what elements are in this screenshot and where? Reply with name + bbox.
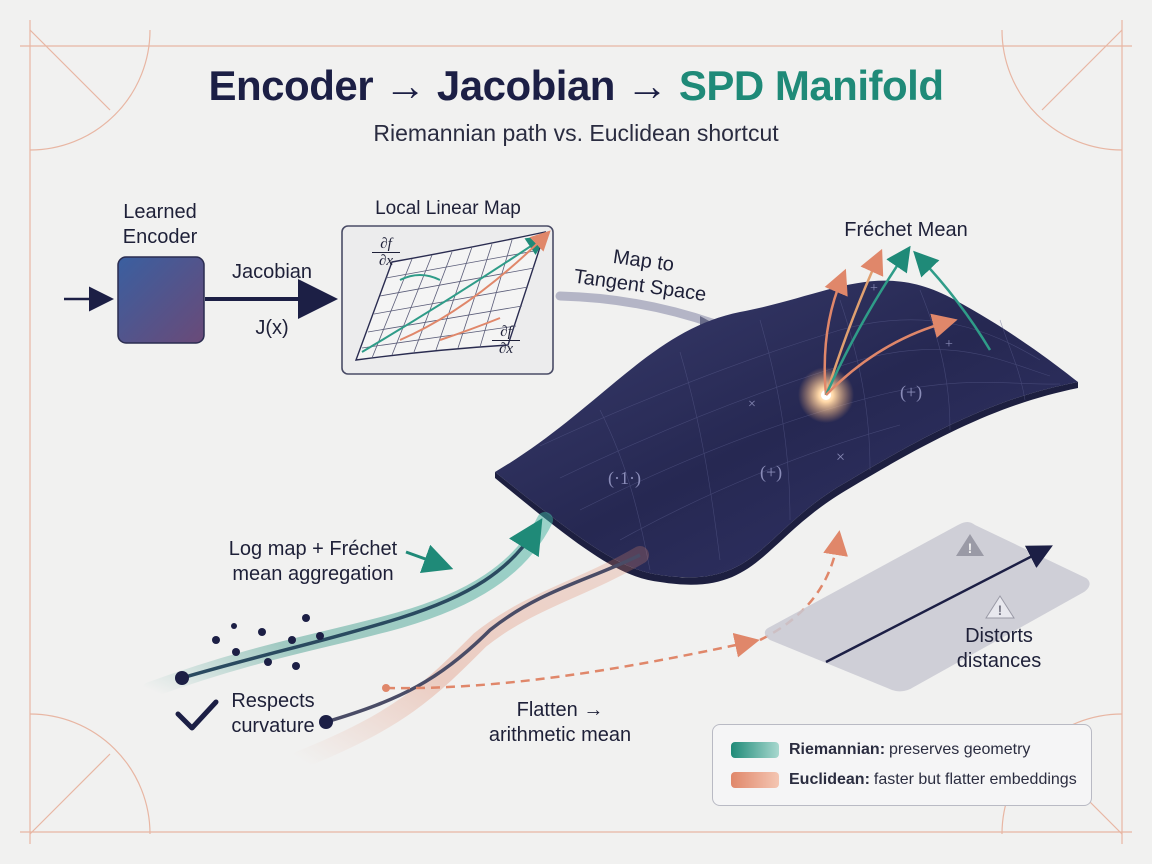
svg-text:!: ! (968, 540, 973, 556)
respects-line1: Respects (231, 690, 315, 712)
learned-encoder-line2: Encoder (122, 226, 198, 248)
flatten-label: Flatten → arithmetic mean (470, 698, 650, 748)
euclidean-path (325, 553, 641, 724)
flat-euclidean-plane: ! ! (764, 522, 1090, 692)
spd-manifold-surface: (·1·) (+) (+) × × + + (495, 245, 1078, 585)
respects-line2: curvature (231, 715, 315, 737)
legend-riemannian-text: preserves geometry (889, 741, 1031, 758)
learned-encoder-line1: Learned (123, 201, 197, 223)
svg-text:(·1·): (·1·) (608, 468, 641, 489)
check-icon (175, 699, 219, 731)
log-map-line1: Log map + Fréchet (228, 538, 398, 560)
partial-derivative-bottom: ∂f ∂x (492, 324, 520, 357)
legend-riemannian-title: Riemannian: (789, 741, 886, 758)
title-accent: SPD Manifold (678, 62, 944, 109)
local-linear-map-panel (341, 225, 554, 375)
encoder-block (117, 256, 205, 344)
svg-text:×: × (836, 449, 845, 466)
flatten-path (385, 632, 760, 690)
legend: Riemannian: preserves geometry Euclidean… (712, 724, 1092, 806)
decorative-frame (20, 20, 1132, 844)
warning-icon: ! (985, 595, 1015, 619)
frechet-mean-label: Fréchet Mean (844, 219, 968, 241)
local-linear-map-label: Local Linear Map (375, 198, 521, 219)
log-map-arrow (405, 544, 454, 573)
partial-bottom-num: ∂f (492, 324, 520, 341)
legend-euclidean-text: faster but flatter embeddings (873, 771, 1077, 788)
legend-riemannian: Riemannian: preserves geometry (731, 739, 1030, 761)
page-subtitle: Riemannian path vs. Euclidean shortcut (373, 120, 779, 146)
page-title: Encoder → Jacobian → SPD Manifold (0, 62, 1152, 110)
respects-curvature-label: Respects curvature (218, 689, 328, 739)
svg-text:+: + (870, 281, 878, 296)
svg-text:+: + (945, 337, 953, 352)
data-points (212, 614, 324, 670)
title-main: Encoder → Jacobian → (208, 62, 679, 109)
jx-label: J(x) (255, 317, 289, 339)
legend-euclidean-title: Euclidean: (789, 771, 870, 788)
distorts-line2: distances (956, 650, 1042, 672)
log-map-label: Log map + Fréchet mean aggregation (208, 537, 418, 587)
partial-derivative-top: ∂f ∂x (372, 236, 400, 269)
riemannian-path (181, 518, 543, 680)
log-map-line2: mean aggregation (232, 563, 394, 585)
partial-top-den: ∂x (378, 253, 394, 269)
flatten-line1: Flatten → (516, 699, 604, 721)
flatten-line2: arithmetic mean (488, 724, 632, 746)
distorts-line1: Distorts (965, 625, 1033, 647)
learned-encoder-label: Learned Encoder (110, 200, 210, 250)
distorts-distances-label: Distorts distances (944, 624, 1054, 674)
svg-text:(+): (+) (760, 462, 782, 483)
warning-icon: ! (956, 534, 984, 556)
legend-swatch-teal (731, 742, 779, 758)
svg-text:×: × (748, 397, 756, 412)
jacobian-label: Jacobian (231, 261, 313, 283)
partial-top-num: ∂f (372, 236, 400, 253)
svg-text:!: ! (998, 602, 1003, 618)
svg-text:(+): (+) (900, 382, 922, 403)
legend-euclidean: Euclidean: faster but flatter embeddings (731, 769, 1077, 791)
partial-bottom-den: ∂x (498, 341, 514, 357)
legend-swatch-coral (731, 772, 779, 788)
